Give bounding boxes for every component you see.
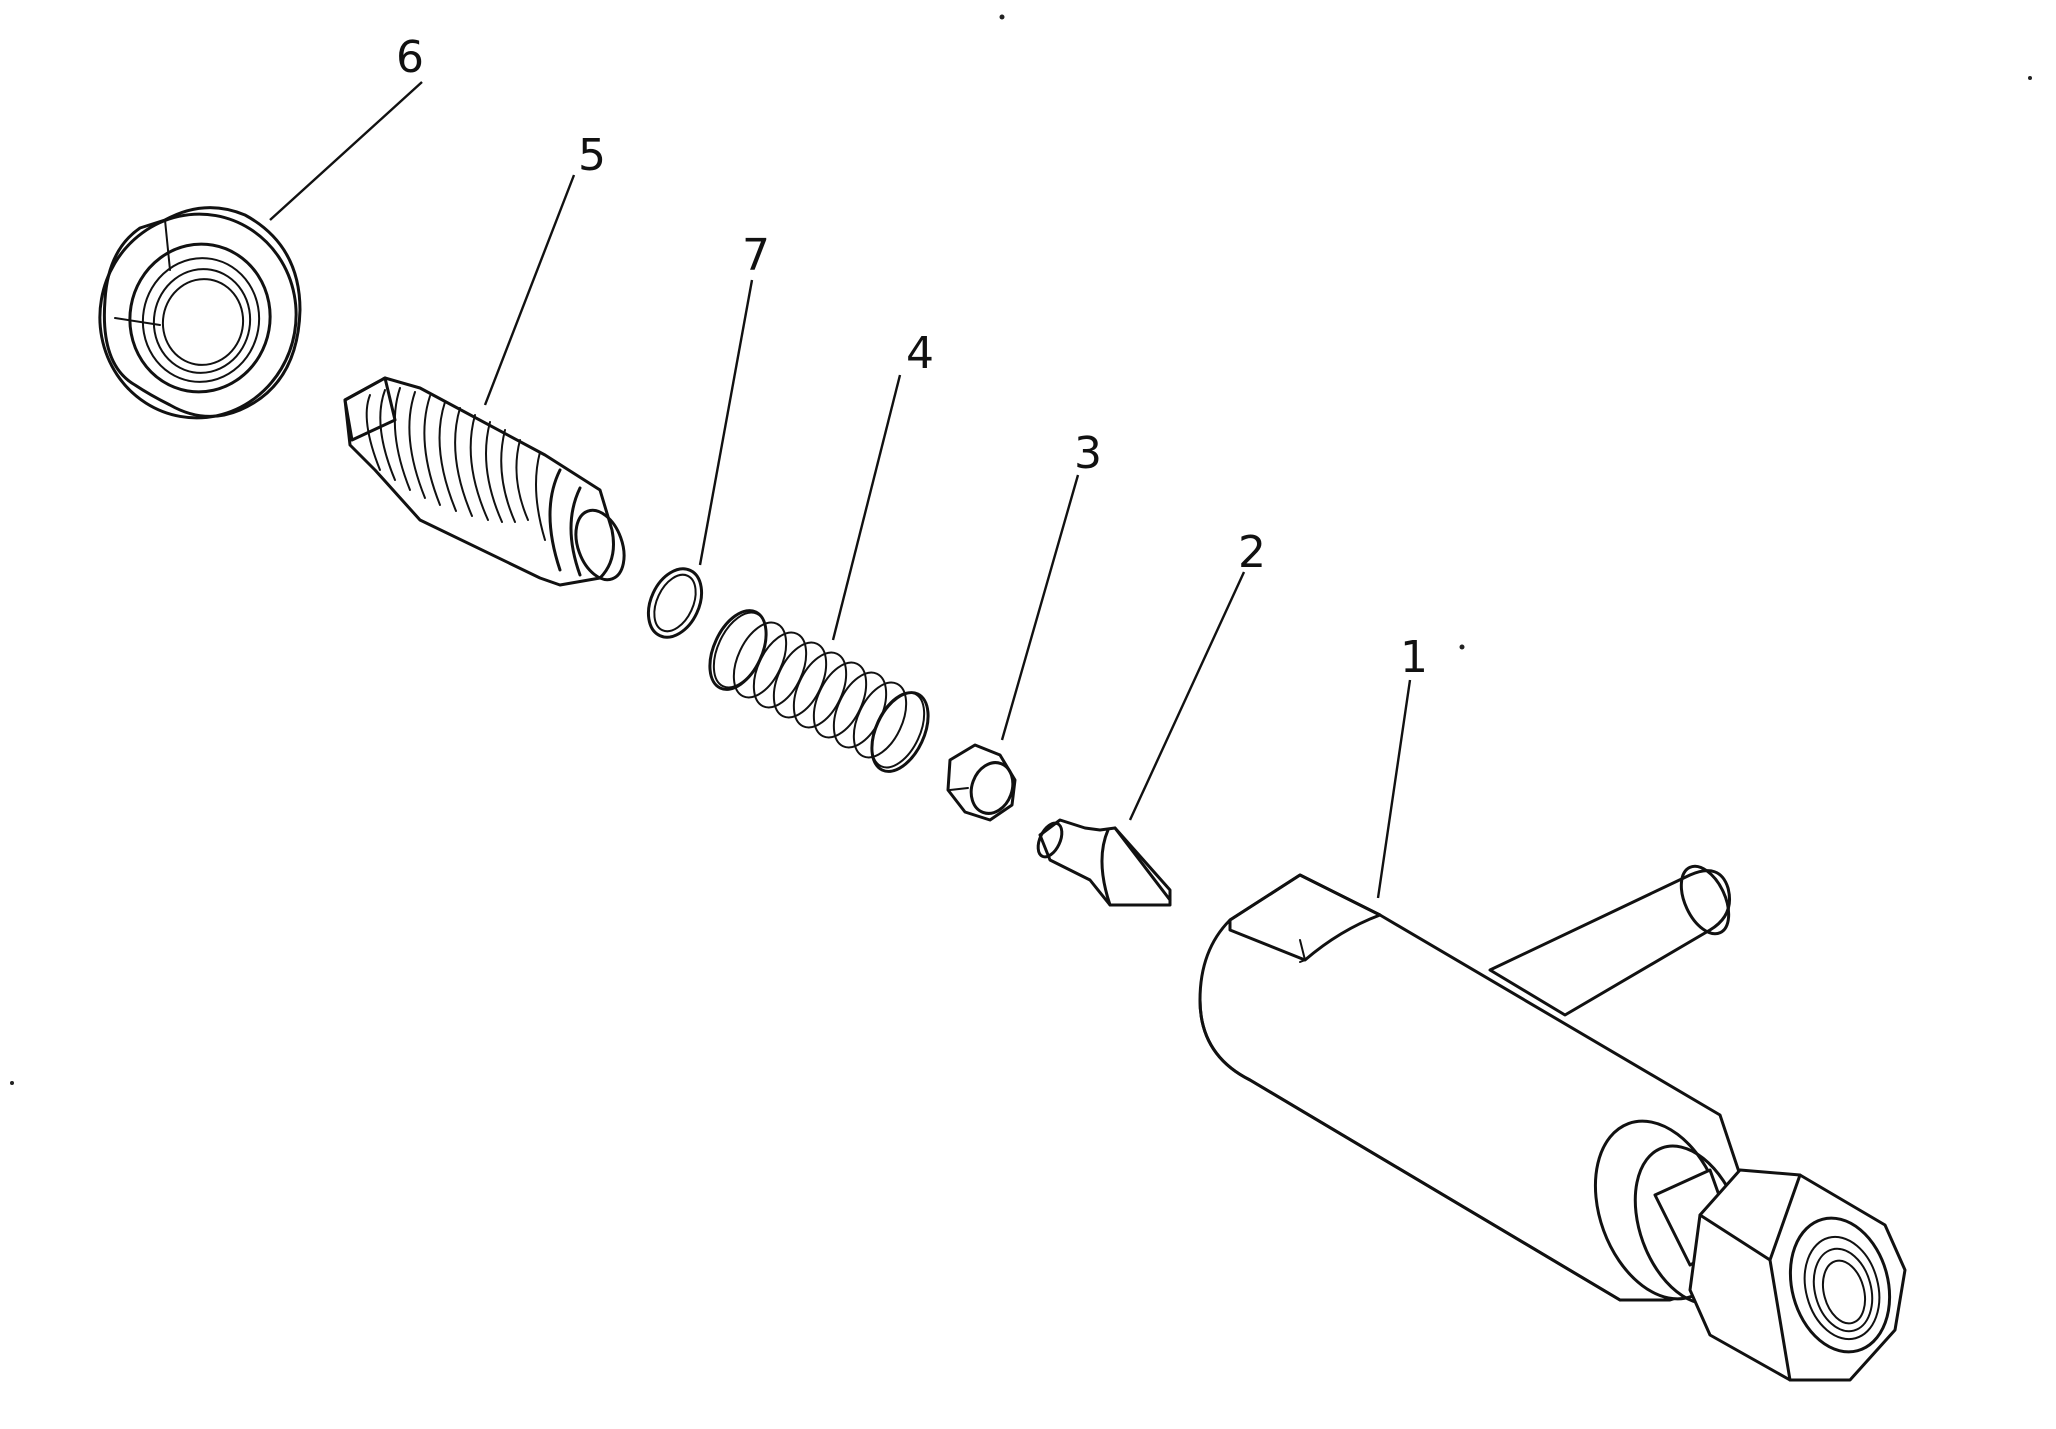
leader-line-6 (269, 81, 423, 221)
part-6-ring-nut (98, 206, 302, 420)
part-5-threaded-plug (343, 376, 626, 587)
callout-2: 2 (1238, 527, 1266, 578)
leader-line-3 (1000, 474, 1080, 741)
callout-1: 1 (1400, 632, 1428, 683)
part-7-o-ring (646, 567, 704, 639)
part-1-valve-body (1198, 864, 1907, 1382)
leader-line-7 (698, 279, 754, 566)
callout-7: 7 (742, 230, 770, 281)
leader-line-2 (1128, 571, 1246, 821)
part-4-spring (708, 609, 930, 773)
part-3-hex-nut (946, 743, 1017, 822)
callout-4: 4 (906, 328, 934, 379)
callout-6: 6 (396, 32, 424, 83)
leader-line-4 (831, 374, 902, 641)
part-2-needle (1036, 818, 1172, 907)
leader-line-5 (483, 174, 576, 406)
leader-line-1 (1376, 679, 1412, 899)
callout-5: 5 (578, 130, 606, 181)
callout-3: 3 (1074, 428, 1102, 479)
